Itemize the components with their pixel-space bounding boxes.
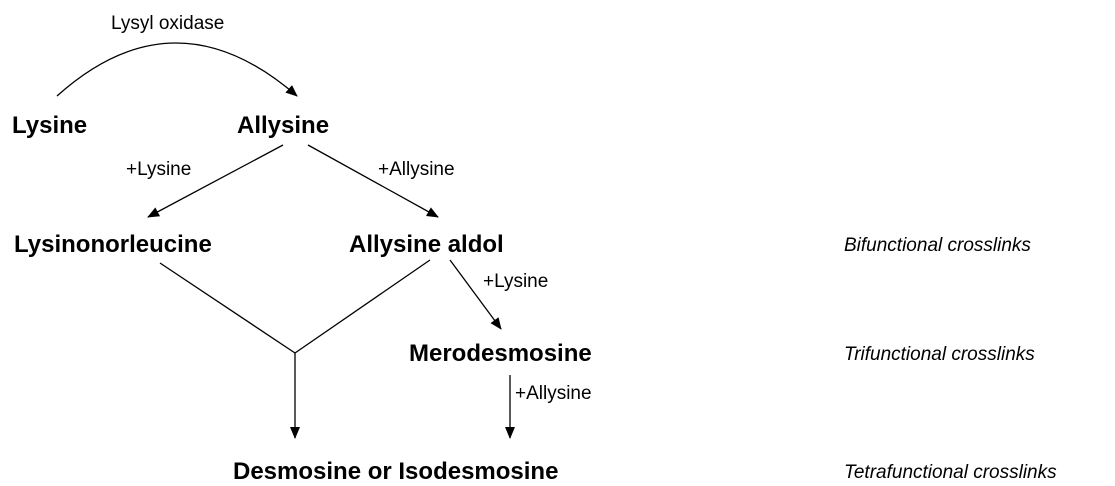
node-allysine-aldol: Allysine aldol: [349, 231, 504, 258]
edge-label-lysyl-oxidase: Lysyl oxidase: [111, 13, 225, 34]
line-allysine-aldol-to-junction: [294, 259, 431, 354]
arrow-allysine-aldol-to-merodesmosine: [449, 259, 502, 330]
arrow-lysine-to-allysine: [56, 42, 298, 97]
edge-label-plus-allysine: +Allysine: [378, 159, 455, 180]
edge-label-plus-lysine: +Lysine: [126, 159, 192, 180]
class-label-bifunctional: Bifunctional crosslinks: [844, 235, 1031, 256]
edge-label-plus-lysine-2: +Lysine: [483, 271, 549, 292]
arrow-allysine-to-allysine-aldol: [307, 144, 439, 218]
line-lysinonorleucine-to-junction: [159, 262, 296, 354]
node-merodesmosine: Merodesmosine: [409, 340, 592, 367]
node-allysine: Allysine: [237, 112, 330, 139]
class-label-tetrafunctional: Tetrafunctional crosslinks: [844, 462, 1057, 483]
arrow-allysine-to-lysinonorleucine: [147, 144, 284, 218]
node-lysine: Lysine: [12, 112, 88, 139]
class-label-trifunctional: Trifunctional crosslinks: [844, 344, 1035, 365]
edge-label-plus-allysine-2: +Allysine: [515, 383, 592, 404]
node-lysinonorleucine: Lysinonorleucine: [14, 231, 212, 258]
node-desmosine-or-isodesmosine: Desmosine or Isodesmosine: [233, 458, 559, 485]
